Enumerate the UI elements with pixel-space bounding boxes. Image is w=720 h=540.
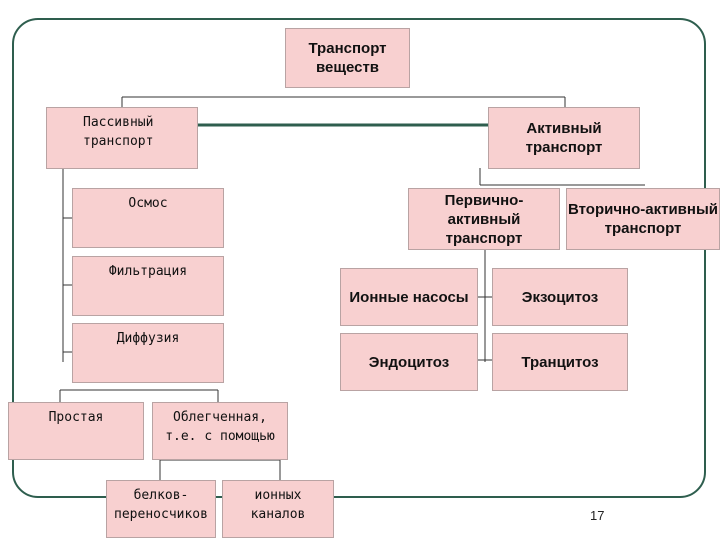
node-ion-pumps: Ионные насосы [340,268,478,326]
node-secondary-active-transport: Вторично-активный транспорт [566,188,720,250]
node-label: Диффузия [116,331,180,346]
node-osmosis: Осмос [72,188,224,248]
node-simple-diffusion: Простая [8,402,144,460]
node-label: Транцитоз [521,353,599,371]
node-passive-transport: Пассивный транспорт [46,107,198,169]
node-label: ионных каналов [250,488,306,522]
node-label: Активный транспорт [525,120,603,156]
node-label: Фильтрация [108,264,188,279]
node-label: Пассивный транспорт [83,115,154,149]
node-label: Осмос [128,196,168,211]
node-primary-active-transport: Первично-активный транспорт [408,188,560,250]
slide-frame [12,18,706,498]
node-active-transport: Активный транспорт [488,107,640,169]
node-label: Простая [48,410,104,425]
node-carrier-proteins: белков- переносчиков [106,480,216,538]
node-ion-channels: ионных каналов [222,480,334,538]
node-label: Ионные насосы [349,288,469,306]
node-label: Экзоцитоз [521,288,599,306]
node-label: белков- переносчиков [114,488,208,522]
node-label: Первично-активный транспорт [444,191,524,247]
node-transcytosis: Транцитоз [492,333,628,391]
node-label: Вторично-активный транспорт [568,201,718,237]
page-number: 17 [590,508,605,523]
node-filtration: Фильтрация [72,256,224,316]
node-label: Эндоцитоз [368,353,450,371]
node-facilitated-diffusion: Облегченная, т.е. с помощью [152,402,288,460]
node-diffusion: Диффузия [72,323,224,383]
node-label: Транспорт веществ [308,40,387,76]
node-transport-of-substances: Транспорт веществ [285,28,410,88]
node-endocytosis: Эндоцитоз [340,333,478,391]
node-exocytosis: Экзоцитоз [492,268,628,326]
node-label: Облегченная, т.е. с помощью [165,410,275,444]
